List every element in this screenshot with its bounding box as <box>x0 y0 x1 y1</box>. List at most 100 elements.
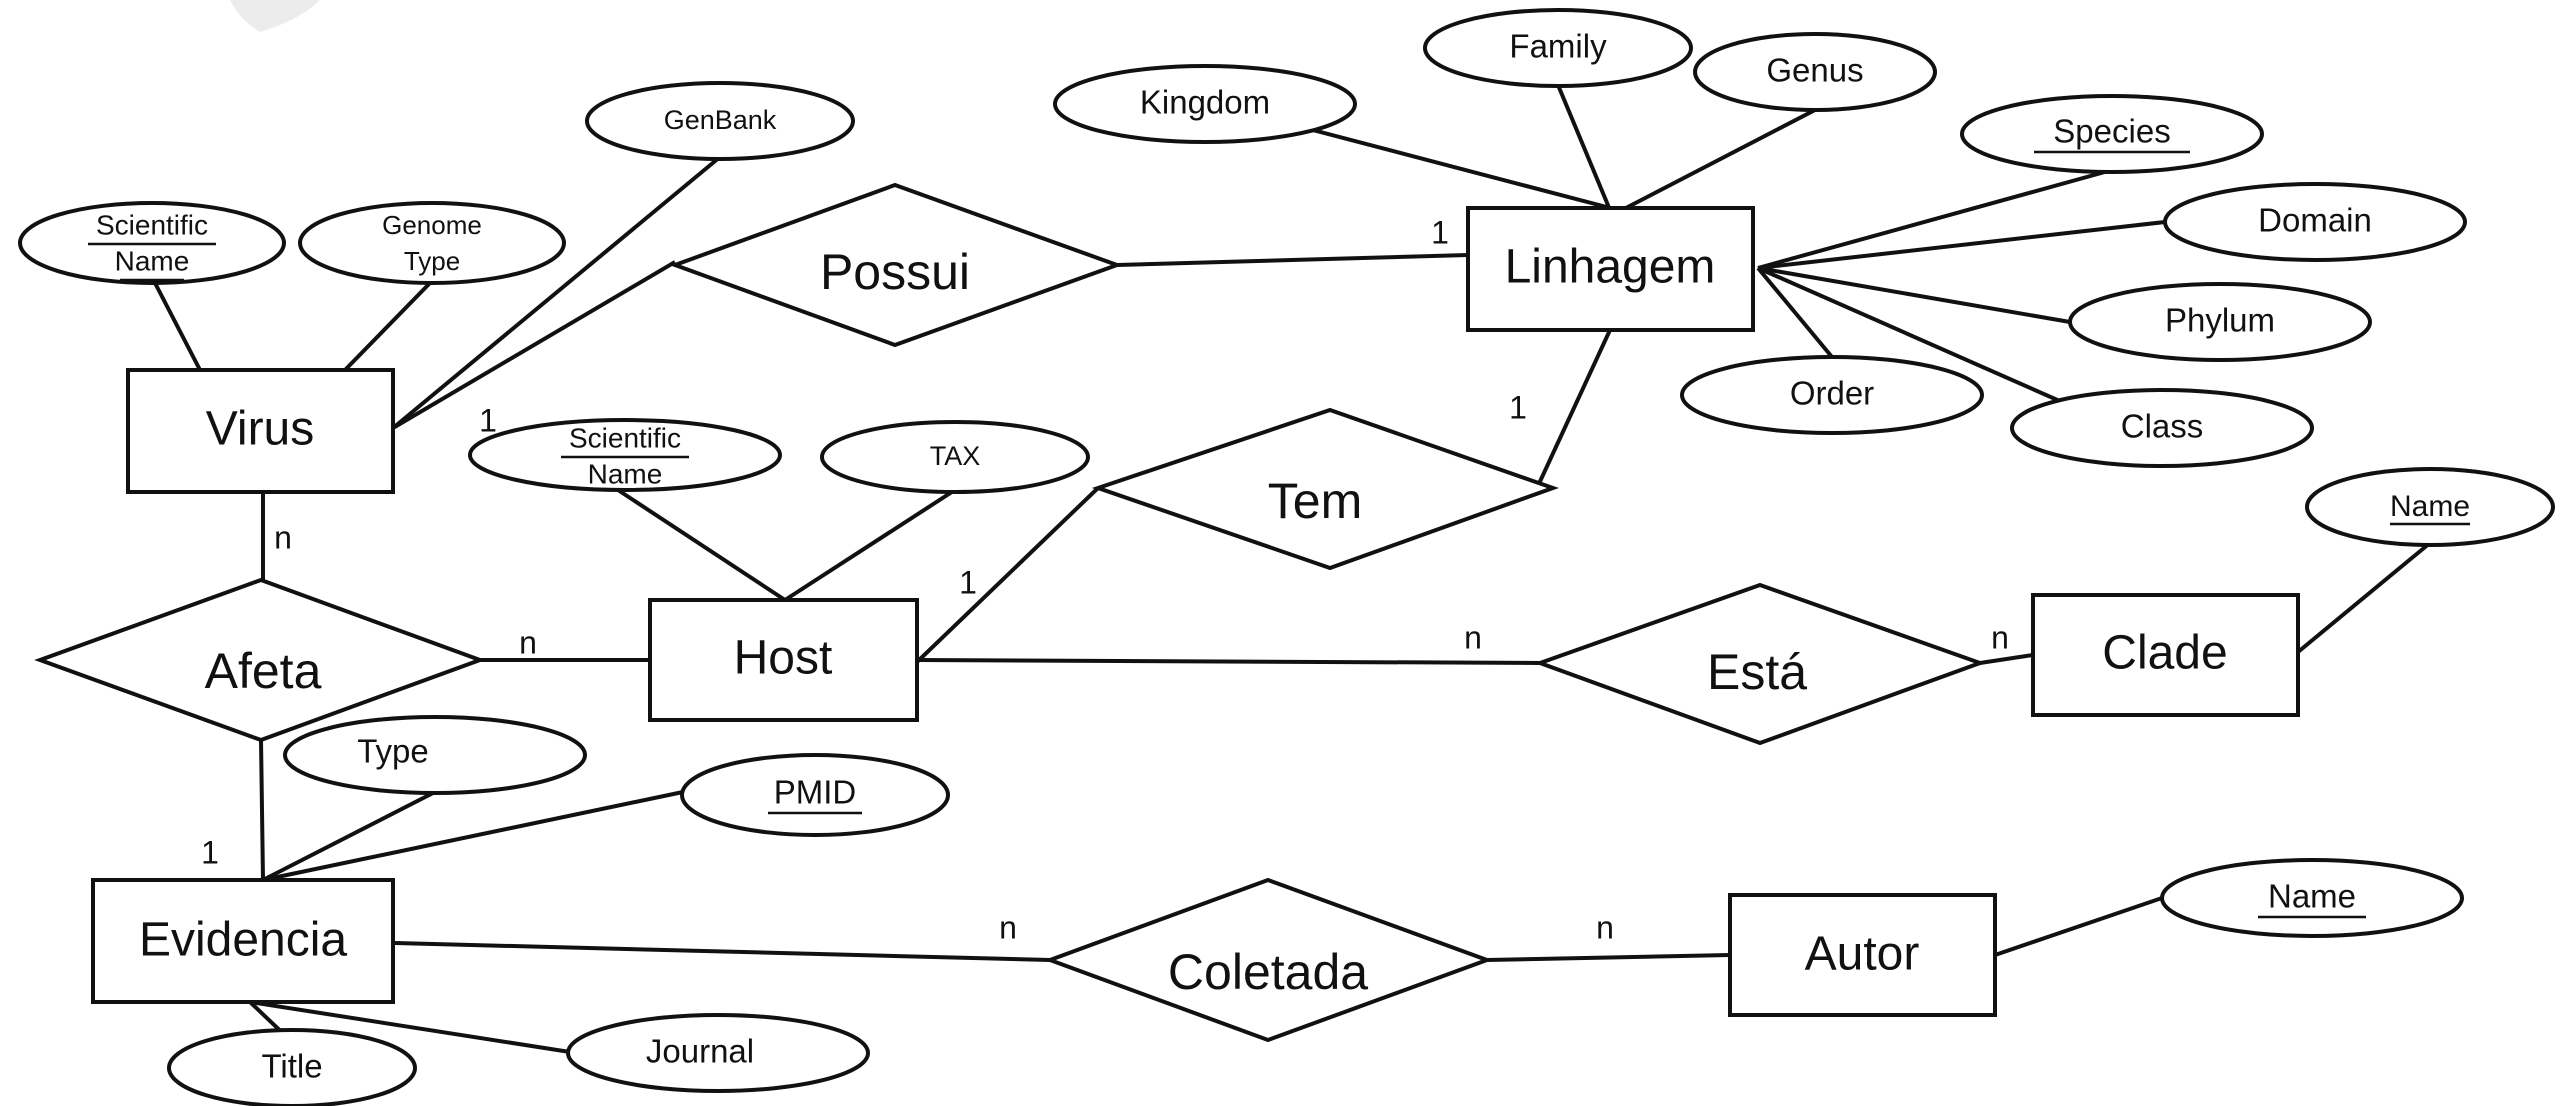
attribute-linhagem-genus-label: Genus <box>1766 52 1863 89</box>
relationship-tem-label: Tem <box>1268 473 1362 529</box>
relationship-coletada-label: Coletada <box>1168 944 1368 1000</box>
edge-tem-host <box>915 486 1100 664</box>
edge-linhagem-family <box>1556 84 1612 211</box>
attribute-linhagem-class-label: Class <box>2121 408 2204 445</box>
edge-evidencia-journal <box>249 1000 571 1054</box>
edge-linhagem-phylum <box>1757 266 2071 324</box>
cardinality-afeta-evidencia: 1 <box>201 834 219 870</box>
edge-virus-possui <box>391 260 677 430</box>
attribute-linhagem-genus: Genus <box>1693 32 1937 112</box>
entity-clade-label: Clade <box>2102 627 2227 680</box>
entity-evidencia-label: Evidencia <box>139 914 347 967</box>
edge-linhagem-order <box>1756 266 1834 359</box>
attribute-autor-name-label: Name <box>2268 878 2356 915</box>
relationship-coletada: Coletada <box>1044 877 1493 1043</box>
attribute-clade-name-label: Name <box>2390 490 2470 523</box>
relationship-possui-label: Possui <box>820 244 970 300</box>
attribute-virus-scientific-name: Scientific Name <box>18 201 286 285</box>
edge-linhagem-kingdom <box>1304 126 1619 212</box>
edge-linhagem-tem <box>1535 329 1612 489</box>
edge-linhagem-species <box>1757 168 2113 270</box>
cardinality-tem-linhagem: 1 <box>1509 389 1527 425</box>
cardinality-coletada-evidencia: n <box>999 909 1017 945</box>
attribute-linhagem-class: Class <box>2010 388 2314 468</box>
cardinality-coletada-autor: n <box>1596 909 1614 945</box>
entity-linhagem-label: Linhagem <box>1505 241 1716 294</box>
edge-evidencia-pmid <box>262 790 684 882</box>
attribute-virus-scientific-name-line1: Scientific <box>96 209 208 240</box>
cardinality-afeta-host: n <box>519 624 537 660</box>
attribute-evidencia-journal-label: Journal <box>646 1033 754 1070</box>
edge-esta-clade <box>1979 653 2034 665</box>
attribute-host-tax: TAX <box>820 420 1090 494</box>
edge-linhagem-genus <box>1621 108 1816 212</box>
edge-host-esta <box>916 658 1541 665</box>
attribute-virus-scientific-name-line2: Name <box>115 245 190 276</box>
edge-linhagem-domain <box>1757 220 2166 270</box>
edge-coletada-autor <box>1486 953 1731 962</box>
attribute-linhagem-phylum-label: Phylum <box>2165 302 2275 339</box>
attribute-evidencia-journal: Journal <box>566 1013 870 1093</box>
attribute-linhagem-domain-label: Domain <box>2258 202 2372 239</box>
relationship-afeta-label: Afeta <box>205 643 322 699</box>
attribute-afeta-type: Type <box>283 715 587 795</box>
attribute-linhagem-phylum: Phylum <box>2068 282 2372 362</box>
edge-virus-scientific-name <box>153 282 202 371</box>
relationship-possui: Possui <box>669 182 1123 348</box>
attribute-linhagem-family-label: Family <box>1509 28 1607 65</box>
attribute-linhagem-species: Species <box>1960 94 2264 174</box>
attribute-host-tax-label: TAX <box>930 441 981 471</box>
edge-evidencia-coletada <box>394 941 1051 962</box>
attribute-linhagem-species-label: Species <box>2053 113 2170 150</box>
edge-evidencia-type <box>262 790 436 882</box>
attribute-virus-genome-type: Genome Type <box>298 201 566 285</box>
relationship-tem: Tem <box>1091 407 1559 571</box>
entity-autor-label: Autor <box>1805 928 1920 981</box>
edge-afeta-evidencia <box>259 739 265 881</box>
cardinality-possui-linhagem: 1 <box>1431 214 1449 250</box>
attribute-clade-name: Name <box>2305 467 2555 547</box>
entity-clade: Clade <box>2031 593 2300 717</box>
edge-autor-name <box>1994 896 2163 957</box>
cardinality-afeta-virus: n <box>274 519 292 555</box>
cardinality-possui-virus: 1 <box>479 402 497 438</box>
entity-host: Host <box>648 598 919 722</box>
entity-evidencia: Evidencia <box>91 878 395 1004</box>
attribute-linhagem-kingdom: Kingdom <box>1053 64 1357 144</box>
edge-clade-name <box>2296 541 2432 654</box>
cardinality-esta-host: n <box>1464 619 1482 655</box>
entity-virus-label: Virus <box>206 403 315 456</box>
attribute-host-scientific-name-line2: Name <box>588 458 663 489</box>
edge-virus-genbank <box>391 155 722 430</box>
relationship-esta-label: Está <box>1707 644 1807 700</box>
cardinality-esta-clade: n <box>1991 619 2009 655</box>
entity-autor: Autor <box>1728 893 1997 1017</box>
attribute-autor-name: Name <box>2160 858 2464 938</box>
attribute-afeta-type-label: Type <box>357 733 429 770</box>
cardinality-labels: 1 1 1 1 n n 1 n n n n <box>201 214 2009 945</box>
attribute-virus-genome-type-line1: Genome <box>382 210 482 240</box>
attribute-evidencia-pmid-label: PMID <box>774 774 857 811</box>
attribute-linhagem-domain: Domain <box>2163 182 2467 262</box>
entity-virus: Virus <box>126 368 395 494</box>
attribute-linhagem-order: Order <box>1680 355 1984 435</box>
attribute-evidencia-pmid: PMID <box>680 753 950 837</box>
attribute-host-scientific-name: Scientific Name <box>468 418 782 492</box>
attribute-virus-genbank-label: GenBank <box>664 105 777 135</box>
attribute-host-scientific-name-line1: Scientific <box>569 422 681 453</box>
edge-virus-genome-type <box>343 281 432 372</box>
relationship-esta: Está <box>1534 582 1986 746</box>
edge-host-scientific-name <box>616 488 787 602</box>
attribute-evidencia-title-label: Title <box>261 1048 322 1085</box>
attribute-evidencia-title: Title <box>167 1028 417 1106</box>
attribute-linhagem-family: Family <box>1423 8 1693 88</box>
entity-linhagem: Linhagem <box>1466 206 1755 332</box>
corner-decoration <box>230 0 320 32</box>
relationship-afeta: Afeta <box>34 577 486 743</box>
attribute-linhagem-kingdom-label: Kingdom <box>1140 84 1270 121</box>
attribute-virus-genome-type-line2: Type <box>404 246 460 276</box>
attribute-virus-genbank: GenBank <box>585 81 855 161</box>
cardinality-tem-host: 1 <box>959 564 977 600</box>
edge-possui-linhagem <box>1116 253 1469 267</box>
